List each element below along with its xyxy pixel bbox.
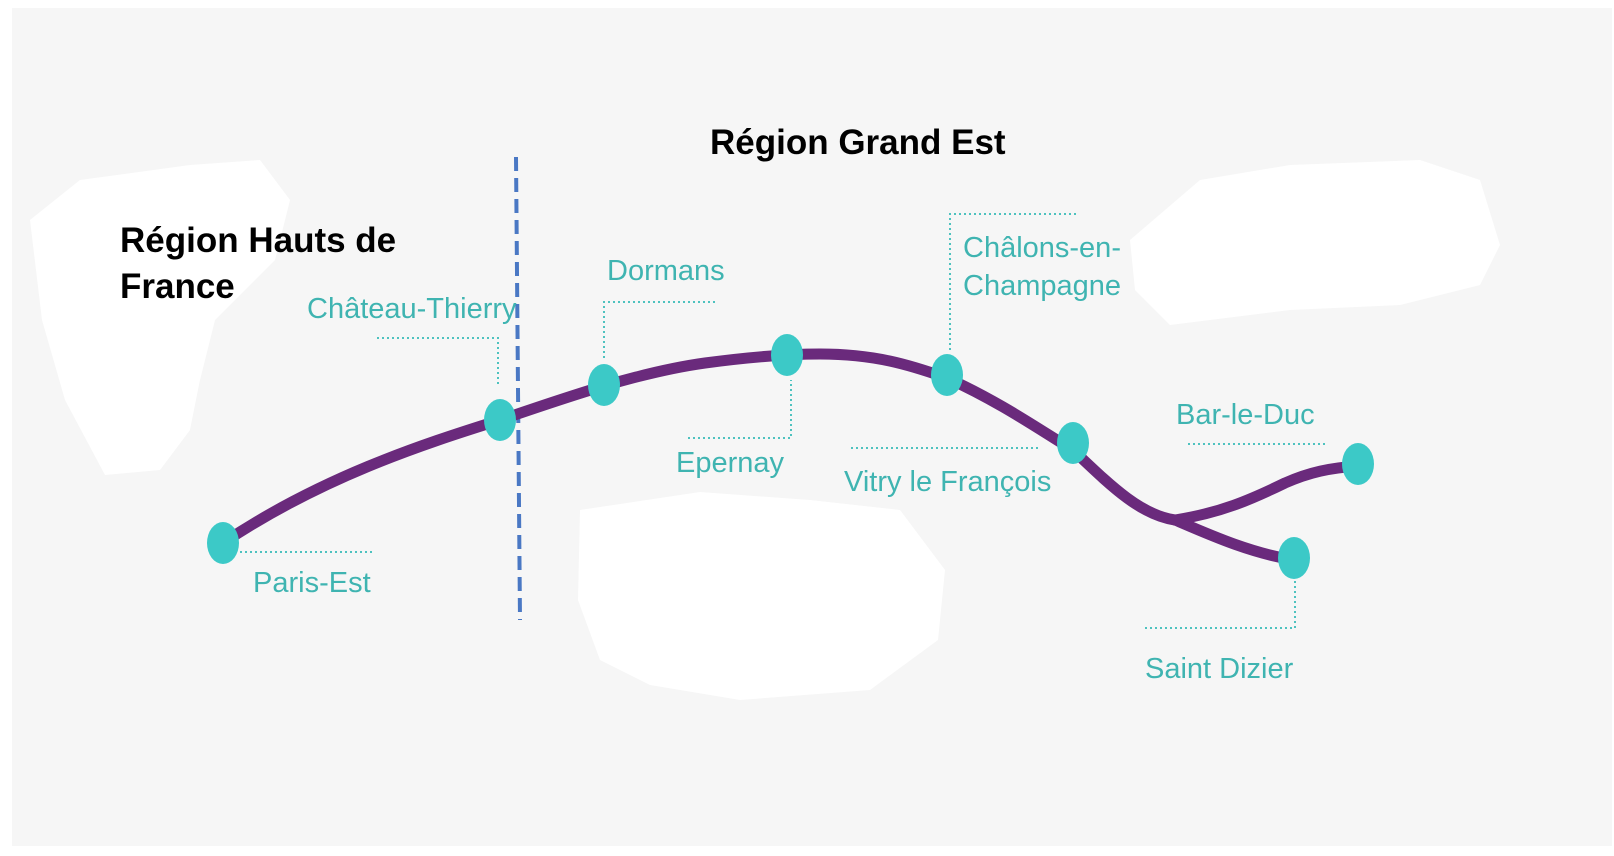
label-dormans: Dormans <box>607 255 725 287</box>
station-dot-chalons <box>931 354 963 396</box>
station-dot-vitry <box>1057 422 1089 464</box>
label-bar-le-duc: Bar-le-Duc <box>1176 399 1315 431</box>
leader-epernay <box>688 380 792 439</box>
label-saint-dizier: Saint Dizier <box>1145 653 1294 685</box>
label-chateau-thierry: Château-Thierry <box>307 293 517 325</box>
region-boundary-line <box>514 156 522 621</box>
label-vitry: Vitry le François <box>844 466 1051 498</box>
station-dot-saint-dizier <box>1278 537 1310 579</box>
route-branch-bar-le-duc <box>1169 460 1364 526</box>
map-background <box>12 8 1612 846</box>
region-label-grand-est: Région Grand Est <box>710 123 1006 162</box>
patch-left <box>30 160 290 475</box>
station-dot-bar-le-duc <box>1342 443 1374 485</box>
leader-dormans <box>603 301 716 358</box>
stations <box>207 334 1374 579</box>
leader-lines <box>240 213 1328 629</box>
leader-chateau-thierry <box>377 337 499 385</box>
label-paris-est: Paris-Est <box>253 567 371 599</box>
label-chalons-line1: Châlons-en- <box>963 232 1121 264</box>
station-labels: Paris-Est Château-Thierry Dormans Eperna… <box>253 232 1315 685</box>
leader-saint-dizier <box>1145 580 1296 629</box>
background-patches <box>30 160 1500 700</box>
patch-bottom <box>578 492 945 700</box>
station-dot-epernay <box>771 334 803 376</box>
leader-chalons <box>949 213 1076 350</box>
station-dot-paris-est <box>207 522 239 564</box>
region-label-hauts-de-france: Région Hauts de France <box>120 221 397 306</box>
patch-right <box>1130 160 1500 325</box>
label-chalons-line2: Champagne <box>963 270 1121 302</box>
station-dot-chateau-thierry <box>484 399 516 441</box>
label-epernay: Epernay <box>676 447 785 479</box>
station-dot-dormans <box>588 364 620 406</box>
